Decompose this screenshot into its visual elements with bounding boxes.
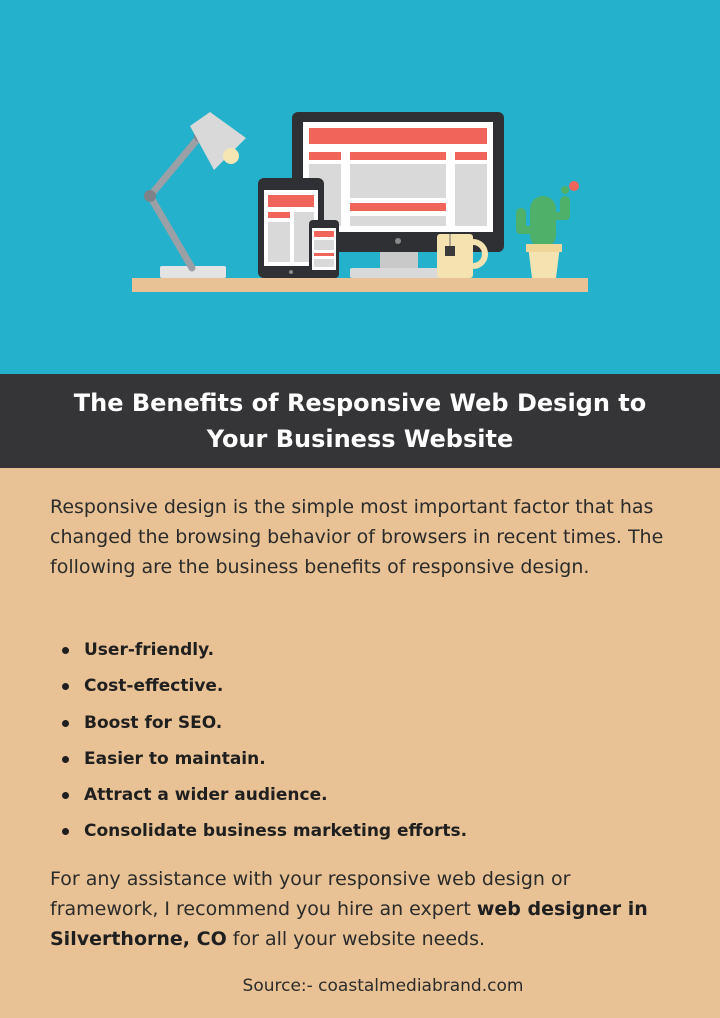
- list-item: Easier to maintain.: [62, 741, 467, 777]
- bullet-icon: [62, 792, 69, 800]
- list-item: Cost-effective.: [62, 668, 467, 704]
- benefit-text: Cost-effective.: [84, 676, 224, 697]
- bullet-icon: [62, 828, 69, 836]
- designer-link[interactable]: web designer in Silverthorne, CO: [50, 898, 648, 950]
- title-band: The Benefits of Responsive Web Design to…: [0, 374, 720, 468]
- page-title: The Benefits of Responsive Web Design to…: [73, 389, 647, 453]
- desk-shelf: [132, 278, 588, 292]
- closing-text-start: For any assistance with your responsive …: [50, 868, 571, 920]
- desk-lamp-icon: [144, 112, 246, 278]
- closing-text-end: for all your website needs.: [226, 928, 486, 950]
- source-credit: Source:- coastalmediabrand.com: [242, 976, 524, 996]
- benefit-text: Boost for SEO.: [84, 712, 223, 733]
- bullet-icon: [62, 755, 69, 763]
- list-item: Attract a wider audience.: [62, 777, 467, 813]
- bullet-icon: [62, 719, 69, 727]
- benefit-text: Attract a wider audience.: [84, 785, 328, 806]
- list-item: Consolidate business marketing efforts.: [62, 813, 467, 849]
- benefit-text: Consolidate business marketing efforts.: [84, 821, 468, 842]
- article-body: Responsive design is the simple most imp…: [0, 468, 720, 1018]
- bullet-icon: [62, 683, 69, 691]
- coffee-mug-icon: [437, 234, 488, 278]
- bullet-icon: [62, 647, 69, 654]
- smartphone-icon: [309, 220, 339, 278]
- intro-paragraph: Responsive design is the simple most imp…: [50, 496, 664, 578]
- cactus-plant-icon: [516, 181, 579, 278]
- hero-banner: [0, 0, 720, 374]
- benefit-text: Easier to maintain.: [84, 748, 266, 769]
- list-item: User-friendly.: [62, 632, 467, 668]
- benefits-list: User-friendly. Cost-effective. Boost for…: [62, 632, 467, 850]
- workspace-illustration: [132, 112, 588, 292]
- list-item: Boost for SEO.: [62, 705, 467, 741]
- benefit-text: User-friendly.: [84, 640, 215, 660]
- closing-paragraph: For any assistance with your responsive …: [50, 864, 680, 954]
